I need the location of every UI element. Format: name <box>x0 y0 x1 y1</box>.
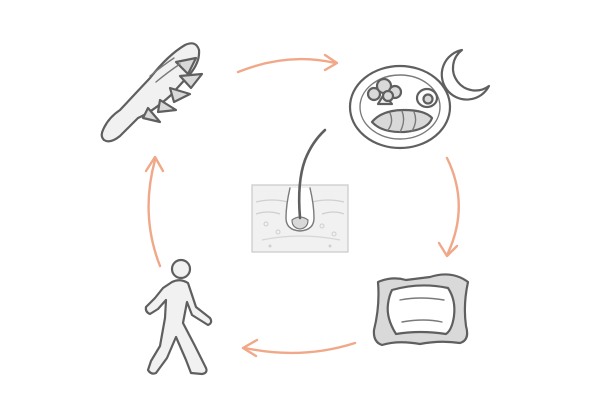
arrow-brush-to-plate <box>236 53 339 74</box>
pillow-icon <box>372 273 470 347</box>
egg-icon <box>415 87 439 109</box>
hair-brush-icon <box>100 42 204 143</box>
broccoli-icon <box>366 77 403 106</box>
arrow-plate-to-pillow <box>437 156 460 258</box>
arrow-walker-to-brush <box>144 155 165 268</box>
hair-follicle-in-skin-icon <box>251 128 349 253</box>
crescent-moon-icon <box>440 48 491 101</box>
cycle-arrows <box>144 53 460 358</box>
dinner-plate-night-icon <box>348 48 491 150</box>
arrow-pillow-to-walker <box>241 338 357 358</box>
fish-fillet-icon <box>370 108 434 134</box>
walking-person-icon <box>144 258 213 376</box>
